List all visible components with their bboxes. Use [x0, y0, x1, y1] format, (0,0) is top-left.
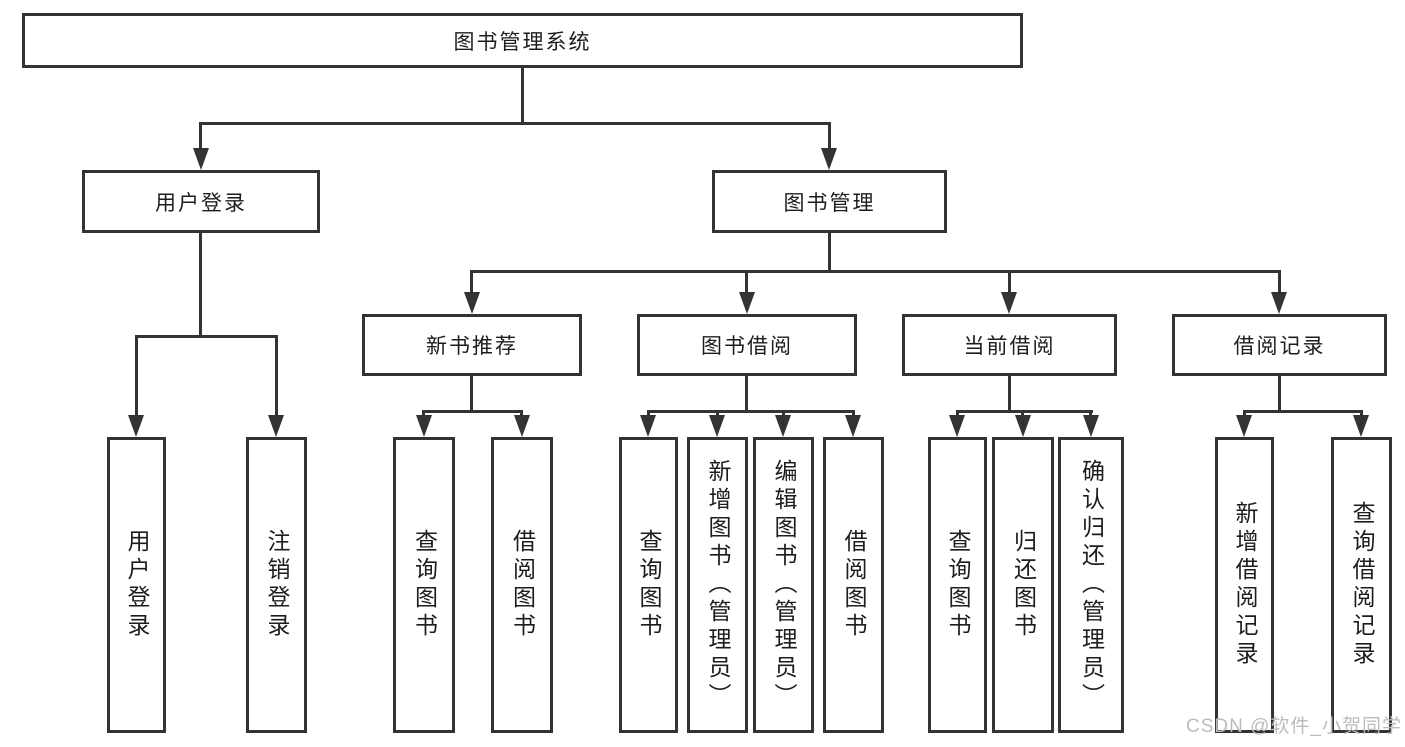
node-borrowing-records-label: 借阅记录 — [1233, 335, 1326, 358]
arrowhead-book-borrowing — [739, 292, 755, 314]
connector-drop-logout-leaf — [275, 335, 278, 417]
arrowhead-current-confirm — [1083, 415, 1099, 437]
connector-drop-new-book-recommend — [470, 270, 473, 294]
leaf-current-return-books: 归还图书 — [992, 437, 1054, 733]
arrowhead-recommend-borrow — [514, 415, 530, 437]
node-book-borrowing: 图书借阅 — [637, 314, 857, 376]
leaf-borrowing-query-books: 查询图书 — [619, 437, 678, 733]
connector-drop-current-query — [956, 410, 959, 418]
csdn-watermark: CSDN @软件_小贺同学 — [1186, 716, 1402, 737]
connector-drop-current-return — [1021, 410, 1024, 418]
arrowhead-book-management — [821, 148, 837, 170]
connector-drop-borrowing-edit — [782, 410, 785, 418]
leaf-borrowing-add-books: 新增图书（管理员） — [687, 437, 748, 733]
leaf-records-query-record-label: 查询借阅记录 — [1349, 501, 1375, 669]
connector-drop-recommend-query — [422, 410, 425, 418]
connector-book-management-stem — [828, 233, 831, 270]
node-new-book-recommend-label: 新书推荐 — [426, 335, 518, 358]
connector-current-crossbar — [956, 410, 1093, 413]
leaf-current-confirm-return: 确认归还（管理员） — [1058, 437, 1124, 733]
connector-recommend-crossbar — [422, 410, 523, 413]
connector-user-login-stem — [199, 233, 202, 335]
arrowhead-borrowing-add — [709, 415, 725, 437]
connector-root-crossbar — [200, 122, 830, 125]
arrowhead-borrowing-edit — [775, 415, 791, 437]
node-borrowing-records: 借阅记录 — [1172, 314, 1387, 376]
arrowhead-borrowing-borrow — [845, 415, 861, 437]
connector-book-management-crossbar — [470, 270, 1281, 273]
leaf-current-query-books-label: 查询图书 — [945, 529, 971, 641]
leaf-records-add-record-label: 新增借阅记录 — [1232, 501, 1258, 669]
connector-root-stem — [521, 68, 524, 122]
connector-recommend-stem — [470, 376, 473, 413]
arrowhead-new-book-recommend — [464, 292, 480, 314]
leaf-borrowing-add-books-label: 新增图书（管理员） — [705, 459, 731, 711]
node-root-label: 图书管理系统 — [453, 30, 592, 54]
connector-drop-current-confirm — [1089, 410, 1092, 418]
leaf-borrowing-borrow-books-label: 借阅图书 — [841, 529, 867, 641]
arrowhead-current-borrowing — [1001, 292, 1017, 314]
connector-user-login-crossbar — [135, 335, 278, 338]
leaf-logout: 注销登录 — [246, 437, 307, 733]
leaf-current-return-books-label: 归还图书 — [1010, 529, 1037, 641]
connector-drop-current-borrowing — [1008, 270, 1011, 294]
leaf-borrowing-edit-books: 编辑图书（管理员） — [753, 437, 814, 733]
connector-drop-records-query — [1360, 410, 1363, 418]
arrowhead-recommend-query — [416, 415, 432, 437]
connector-drop-user-login — [199, 122, 202, 150]
leaf-current-confirm-return-label: 确认归还（管理员） — [1078, 459, 1105, 711]
connector-drop-recommend-borrow — [520, 410, 523, 418]
connector-records-crossbar — [1243, 410, 1363, 413]
leaf-records-query-record: 查询借阅记录 — [1331, 437, 1392, 733]
node-root-system: 图书管理系统 — [22, 13, 1023, 68]
leaf-borrowing-edit-books-label: 编辑图书（管理员） — [771, 459, 797, 711]
arrowhead-login-leaf — [128, 415, 144, 437]
node-current-borrowing-label: 当前借阅 — [963, 335, 1056, 358]
leaf-borrowing-query-books-label: 查询图书 — [636, 529, 662, 641]
connector-records-stem — [1278, 376, 1281, 413]
arrowhead-current-query — [949, 415, 965, 437]
arrowhead-borrowing-records — [1271, 292, 1287, 314]
arrowhead-borrowing-query — [640, 415, 656, 437]
leaf-recommend-borrow-books-label: 借阅图书 — [509, 529, 536, 641]
arrowhead-records-query — [1353, 415, 1369, 437]
connector-drop-book-borrowing — [745, 270, 748, 294]
connector-borrowing-stem — [745, 376, 748, 413]
connector-drop-borrowing-records — [1278, 270, 1281, 294]
arrowhead-logout-leaf — [268, 415, 284, 437]
node-book-management-label: 图书管理 — [783, 191, 876, 215]
node-user-login: 用户登录 — [82, 170, 320, 233]
arrowhead-records-add — [1236, 415, 1252, 437]
leaf-recommend-query-books-label: 查询图书 — [411, 529, 438, 641]
arrowhead-current-return — [1015, 415, 1031, 437]
connector-drop-records-add — [1243, 410, 1246, 418]
leaf-records-add-record: 新增借阅记录 — [1215, 437, 1274, 733]
connector-drop-borrowing-borrow — [852, 410, 855, 418]
leaf-current-query-books: 查询图书 — [928, 437, 987, 733]
leaf-recommend-query-books: 查询图书 — [393, 437, 455, 733]
connector-drop-book-management — [828, 122, 831, 150]
connector-drop-borrowing-add — [716, 410, 719, 418]
node-book-management: 图书管理 — [712, 170, 947, 233]
leaf-recommend-borrow-books: 借阅图书 — [491, 437, 553, 733]
leaf-user-login: 用户登录 — [107, 437, 166, 733]
node-book-borrowing-label: 图书借阅 — [701, 335, 793, 358]
leaf-user-login-label: 用户登录 — [124, 529, 150, 641]
connector-drop-login-leaf — [135, 335, 138, 417]
connector-drop-borrowing-query — [647, 410, 650, 418]
leaf-logout-label: 注销登录 — [264, 529, 290, 641]
node-new-book-recommend: 新书推荐 — [362, 314, 582, 376]
connector-current-stem — [1008, 376, 1011, 413]
leaf-borrowing-borrow-books: 借阅图书 — [823, 437, 884, 733]
node-current-borrowing: 当前借阅 — [902, 314, 1117, 376]
arrowhead-user-login — [193, 148, 209, 170]
node-user-login-label: 用户登录 — [155, 191, 247, 215]
connector-borrowing-crossbar — [647, 410, 855, 413]
